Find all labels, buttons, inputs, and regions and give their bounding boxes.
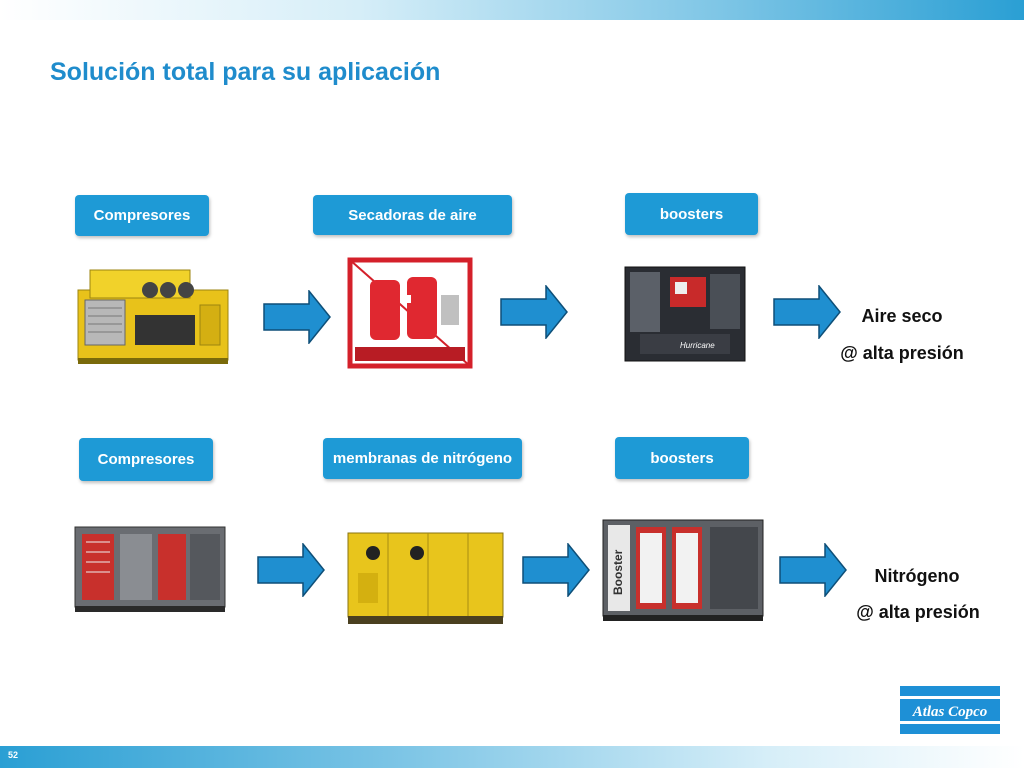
arrow-right-icon bbox=[522, 543, 590, 597]
result-alta-presion-row1: @ alta presión bbox=[840, 343, 964, 363]
arrow-right-icon bbox=[263, 290, 331, 344]
result-nitrogeno: Nitrógeno bbox=[874, 566, 960, 586]
result-aire-seco: Aire seco bbox=[861, 306, 943, 326]
booster-container-image: Booster bbox=[602, 519, 764, 621]
label-compresores-row2: Compresores bbox=[79, 438, 213, 481]
booster-hurricane-image: Hurricane bbox=[624, 266, 746, 362]
red-dryer-image bbox=[347, 257, 473, 369]
result-alta-presion-row2: @ alta presión bbox=[856, 602, 980, 622]
label-boosters-row2: boosters bbox=[615, 437, 749, 479]
arrow-right-icon bbox=[773, 285, 841, 339]
arrow-right-icon bbox=[500, 285, 568, 339]
slide-title: Solución total para su aplicación bbox=[50, 58, 441, 86]
svg-text:Hurricane: Hurricane bbox=[680, 341, 715, 350]
yellow-compressor-image bbox=[77, 269, 229, 364]
yellow-nitrogen-membrane-container-image bbox=[347, 532, 504, 624]
bottom-gradient-bar bbox=[0, 746, 1024, 768]
svg-text:Atlas Copco: Atlas Copco bbox=[912, 704, 988, 720]
container-compressor-image bbox=[74, 526, 226, 612]
label-boosters-row1: boosters bbox=[625, 193, 758, 235]
arrow-right-icon bbox=[779, 543, 847, 597]
label-compresores-row1: Compresores bbox=[75, 195, 209, 236]
svg-text:Booster: Booster bbox=[611, 549, 625, 595]
label-membranas-row2: membranas de nitrógeno bbox=[323, 438, 522, 479]
label-secadoras-row1: Secadoras de aire bbox=[313, 195, 512, 235]
page-number: 52 bbox=[8, 750, 19, 760]
arrow-right-icon bbox=[257, 543, 325, 597]
top-gradient-bar bbox=[0, 0, 1024, 20]
atlas-copco-logo: Atlas Copco bbox=[900, 686, 1000, 734]
